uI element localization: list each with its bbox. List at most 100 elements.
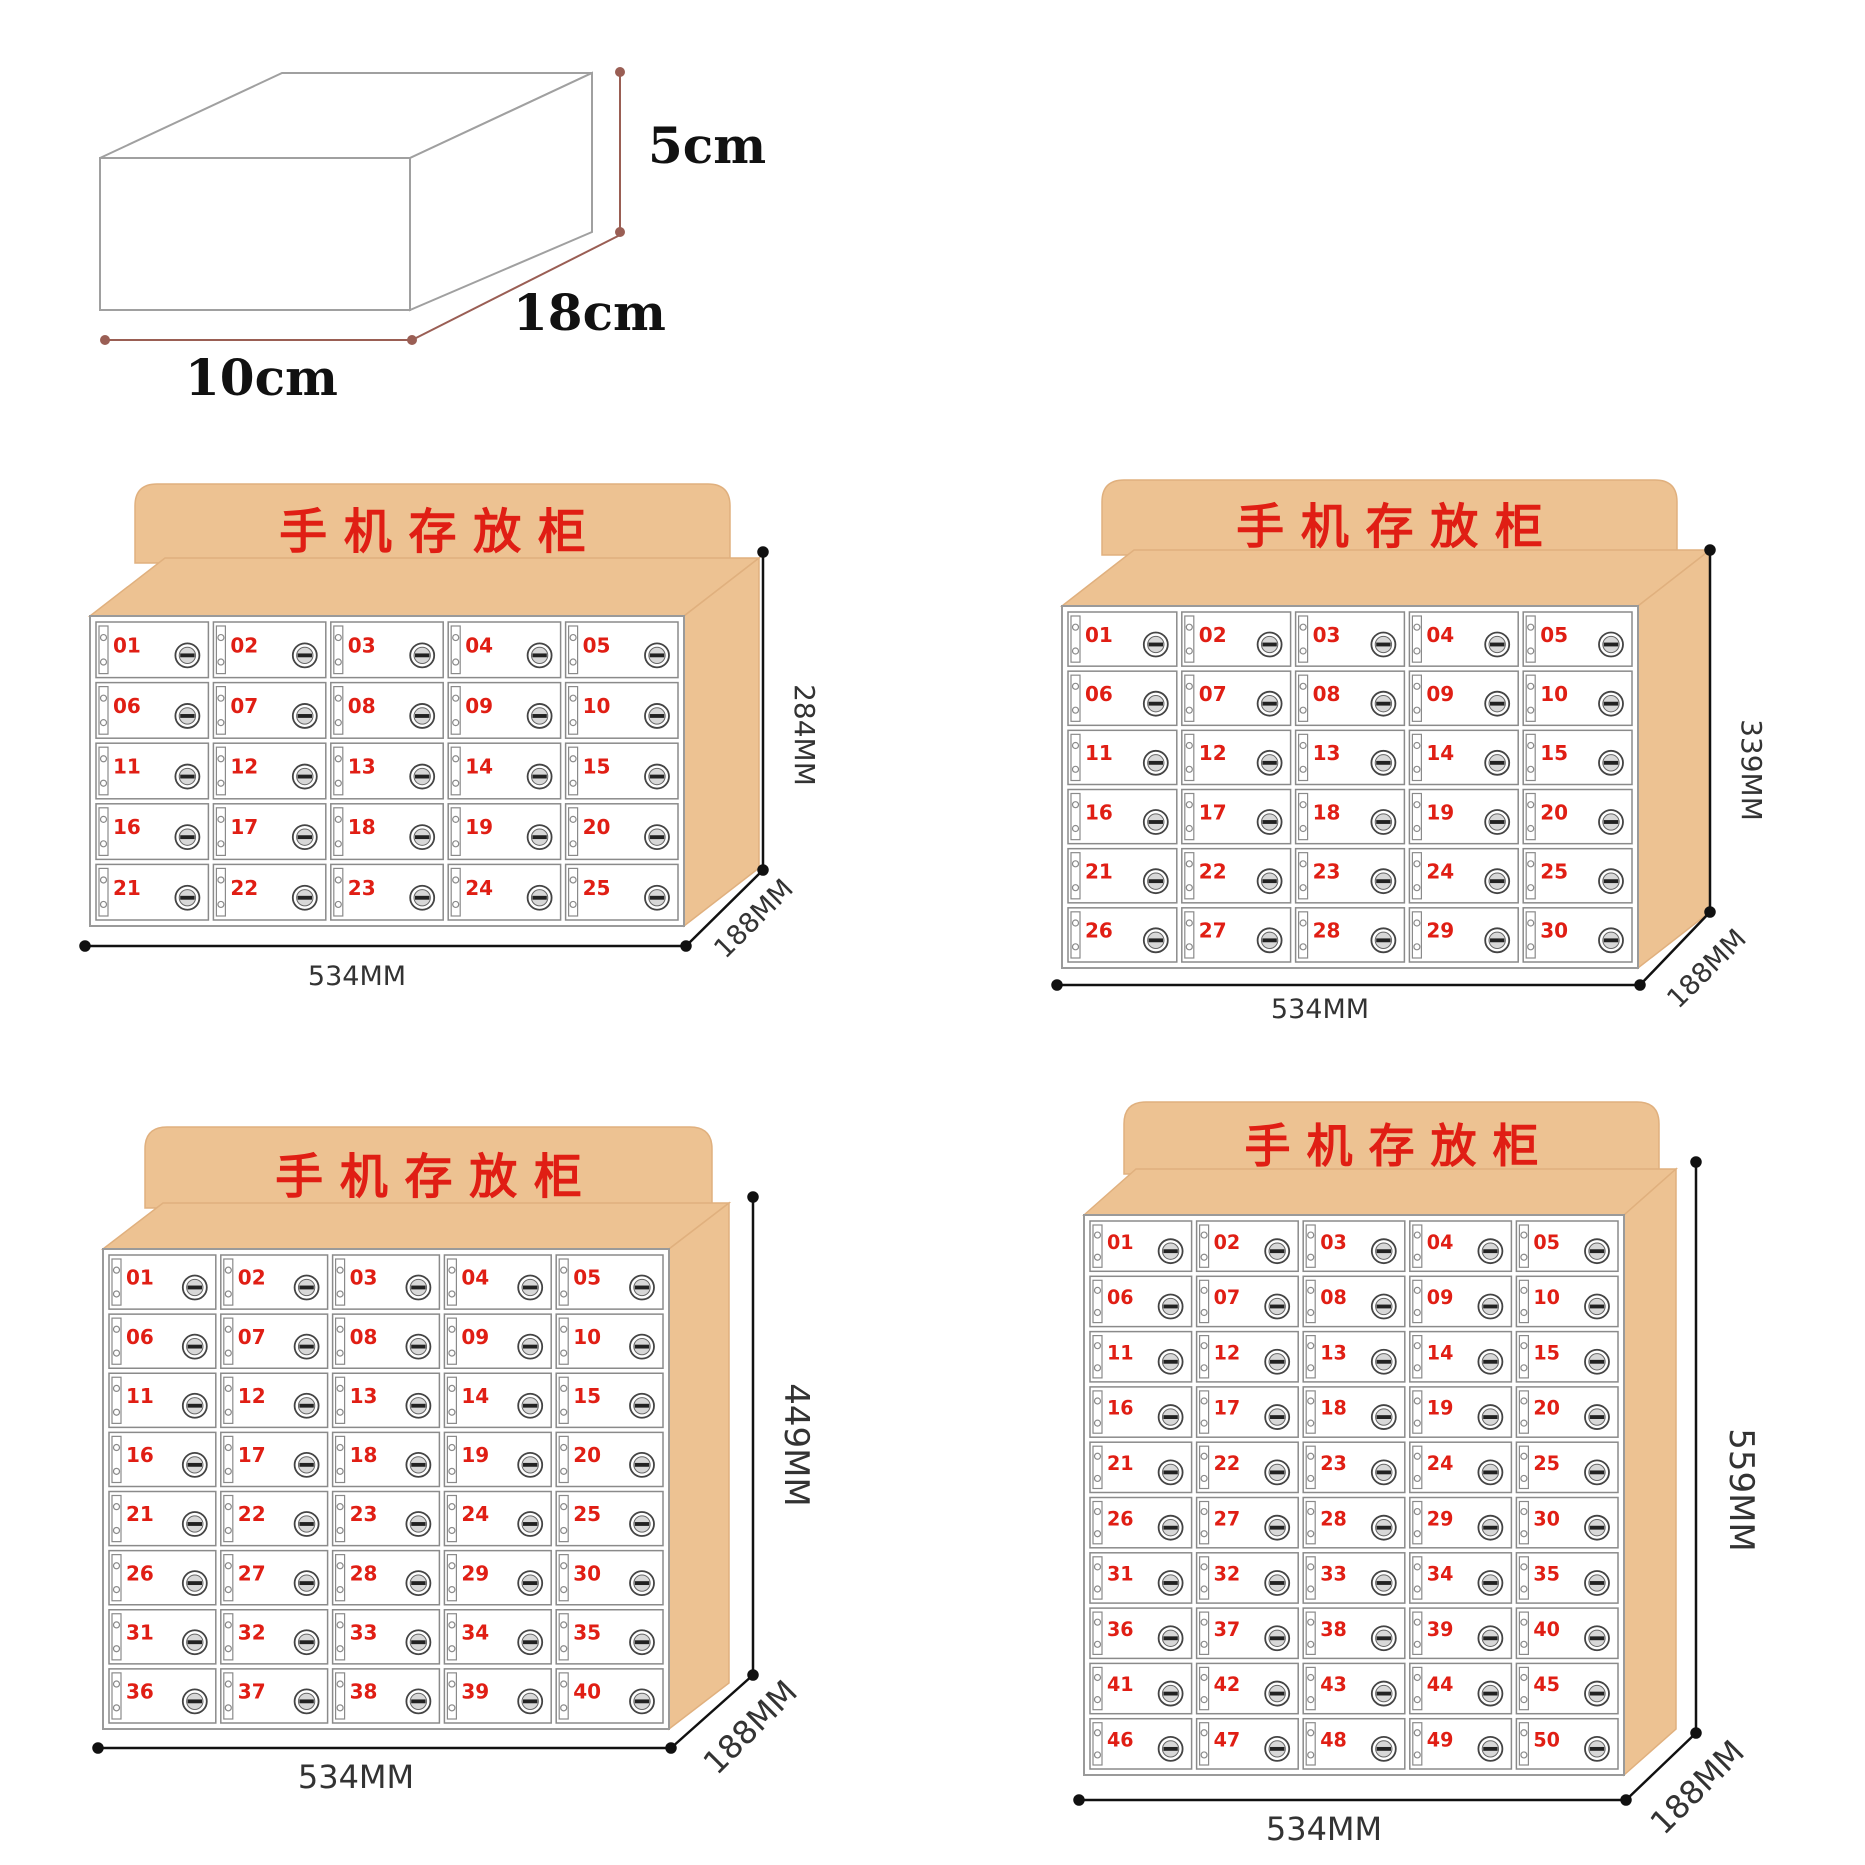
lock-icon	[1584, 1570, 1610, 1596]
locker-door: 10	[555, 1313, 664, 1369]
lock-icon	[517, 1274, 544, 1301]
lock-icon	[293, 1333, 320, 1360]
lock-icon	[1142, 809, 1169, 835]
locker-number: 06	[113, 694, 141, 718]
locker-door: 04	[1409, 1220, 1513, 1273]
locker-number: 49	[1427, 1729, 1454, 1752]
lock-icon	[1584, 1625, 1610, 1652]
lock-icon	[517, 1570, 544, 1596]
locker-door: 09	[1408, 670, 1519, 727]
locker-door: 28	[331, 1549, 441, 1606]
locker-door: 26	[1067, 907, 1178, 963]
locker-number: 20	[583, 815, 611, 839]
lock-icon	[1256, 690, 1283, 717]
lock-icon	[1264, 1625, 1291, 1652]
locker-door: 09	[443, 1313, 552, 1369]
locker-door: 05	[555, 1254, 664, 1310]
locker-door: 37	[220, 1668, 329, 1724]
lock-icon	[1370, 1459, 1397, 1486]
lock-icon	[1477, 1293, 1504, 1320]
locker-number: 08	[1320, 1286, 1347, 1309]
locker-number: 02	[1199, 623, 1227, 647]
locker-number: 36	[126, 1680, 154, 1704]
locker-door: 19	[1408, 788, 1519, 845]
locker-door: 17	[1195, 1386, 1299, 1438]
locker-number: 47	[1214, 1729, 1241, 1752]
lock-icon	[517, 1333, 544, 1360]
locker-number: 17	[230, 815, 258, 839]
lock-icon	[1370, 1735, 1397, 1762]
locker-door: 24	[443, 1490, 552, 1547]
sign-board	[1123, 1101, 1660, 1175]
locker-number: 07	[1199, 682, 1227, 706]
width-dimension-label: 534MM	[308, 961, 406, 992]
lock-icon	[1477, 1625, 1504, 1652]
locker-door: 15	[555, 1372, 664, 1429]
lock-icon	[526, 642, 553, 669]
locker-number: 13	[1313, 741, 1341, 765]
box-dimension-lines	[100, 67, 625, 345]
locker-door: 22	[1181, 847, 1292, 904]
height-dimension-label: 449MM	[776, 1383, 816, 1507]
locker-door: 30	[1522, 907, 1633, 963]
lock-icon	[1484, 927, 1511, 954]
locker-door: 27	[220, 1549, 329, 1606]
locker-number: 15	[1533, 1341, 1560, 1364]
lock-icon	[1264, 1514, 1291, 1541]
sign-title: 手 机 存 放 柜	[275, 1149, 582, 1205]
lock-icon	[1264, 1735, 1291, 1762]
locker-door: 30	[555, 1549, 664, 1606]
locker-number: 20	[1540, 800, 1568, 824]
lock-icon	[1477, 1238, 1504, 1265]
lock-icon	[405, 1629, 432, 1656]
locker-number: 21	[1107, 1452, 1134, 1475]
lock-icon	[1142, 927, 1169, 954]
lock-icon	[1142, 690, 1169, 717]
locker-door: 30	[1515, 1496, 1619, 1549]
locker-door: 28	[1294, 907, 1406, 963]
lock-icon	[526, 763, 553, 790]
locker-number: 45	[1533, 1673, 1560, 1696]
locker-number: 15	[573, 1384, 601, 1408]
locker-door: 09	[1409, 1275, 1513, 1328]
locker-number: 09	[1426, 682, 1454, 706]
locker-door: 09	[447, 681, 562, 739]
locker-number: 10	[1533, 1286, 1560, 1309]
locker-door: 02	[1195, 1220, 1299, 1273]
locker-number: 24	[461, 1502, 489, 1526]
locker-door: 19	[443, 1431, 552, 1488]
locker-number: 16	[1085, 800, 1113, 824]
lock-icon	[1157, 1625, 1184, 1652]
lock-icon	[1477, 1570, 1504, 1596]
locker-door: 25	[1522, 847, 1633, 904]
locker-door: 10	[1515, 1275, 1619, 1328]
lock-icon	[174, 824, 201, 851]
locker-number: 33	[350, 1620, 378, 1644]
lock-icon	[1477, 1514, 1504, 1541]
lock-icon	[1370, 1680, 1397, 1707]
locker-door: 49	[1409, 1717, 1513, 1770]
locker-number: 16	[113, 815, 141, 839]
lock-icon	[629, 1333, 655, 1360]
locker-door: 20	[1515, 1386, 1619, 1438]
dimension-lines	[79, 546, 769, 952]
locker-number: 28	[350, 1561, 378, 1585]
locker-number: 19	[1427, 1397, 1454, 1420]
locker-door: 40	[555, 1668, 664, 1724]
locker-door: 34	[443, 1609, 552, 1665]
locker-door: 33	[1302, 1552, 1406, 1604]
lock-icon	[1256, 631, 1283, 658]
locker-door: 36	[108, 1668, 217, 1724]
locker-number: 22	[1214, 1452, 1241, 1475]
locker-door: 23	[1302, 1441, 1406, 1494]
cabinet-top-face	[100, 1202, 732, 1250]
locker-door: 07	[1181, 670, 1292, 727]
lock-icon	[517, 1392, 544, 1419]
lock-icon	[1484, 809, 1511, 835]
locker-number: 09	[461, 1325, 489, 1349]
locker-number: 46	[1107, 1729, 1134, 1752]
locker-door: 16	[1089, 1386, 1193, 1438]
lock-icon	[1157, 1404, 1184, 1430]
locker-door: 20	[1522, 788, 1633, 845]
